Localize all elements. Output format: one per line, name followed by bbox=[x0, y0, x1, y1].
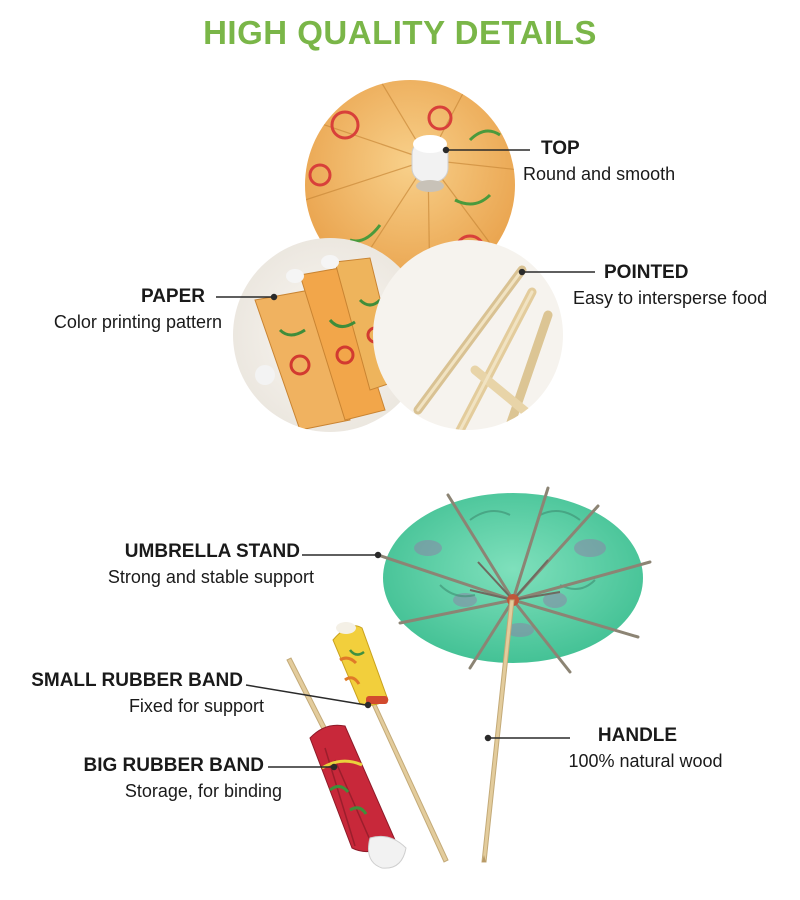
callout-pointed-subtext: Easy to intersperse food bbox=[573, 288, 768, 308]
callout-umbrella-stand-heading: UMBRELLA STAND bbox=[124, 541, 300, 562]
callout-big-rubber-band-heading: BIG RUBBER BAND bbox=[83, 755, 265, 776]
callout-paper: PAPER Color printing pattern bbox=[0, 286, 222, 333]
callout-umbrella-stand: UMBRELLA STAND Strong and stable support bbox=[0, 541, 314, 588]
callout-small-rubber-band-heading: SMALL RUBBER BAND bbox=[31, 670, 243, 691]
leader-lines bbox=[216, 146, 595, 771]
open-paper-umbrella-icon bbox=[376, 486, 652, 863]
callout-pointed: POINTED Easy to intersperse food bbox=[573, 262, 767, 309]
closed-yellow-umbrella-icon bbox=[332, 622, 449, 863]
callout-pointed-heading: POINTED bbox=[604, 262, 689, 283]
callout-top-heading: TOP bbox=[541, 138, 580, 159]
toothpick-points-closeup-icon bbox=[373, 240, 563, 430]
callout-small-rubber-band: SMALL RUBBER BAND Fixed for support bbox=[0, 670, 264, 717]
callout-top-subtext: Round and smooth bbox=[523, 164, 676, 184]
closed-umbrellas-closeup-icon bbox=[233, 238, 427, 432]
callout-umbrella-stand-subtext: Strong and stable support bbox=[107, 567, 314, 587]
callout-big-rubber-band: BIG RUBBER BAND Storage, for binding bbox=[0, 755, 283, 802]
callout-handle-heading: HANDLE bbox=[597, 725, 678, 746]
callout-handle: HANDLE 100% natural wood bbox=[548, 725, 743, 772]
callout-paper-subtext: Color printing pattern bbox=[53, 312, 222, 332]
callout-top: TOP Round and smooth bbox=[523, 138, 675, 185]
callout-small-rubber-band-subtext: Fixed for support bbox=[128, 696, 264, 716]
callout-paper-heading: PAPER bbox=[140, 286, 205, 307]
callout-handle-subtext: 100% natural wood bbox=[568, 751, 723, 771]
page-title: HIGH QUALITY DETAILS bbox=[203, 14, 597, 51]
callout-big-rubber-band-subtext: Storage, for binding bbox=[124, 781, 282, 801]
umbrella-top-closeup-icon bbox=[305, 80, 515, 290]
closed-red-umbrella-icon bbox=[286, 657, 407, 869]
